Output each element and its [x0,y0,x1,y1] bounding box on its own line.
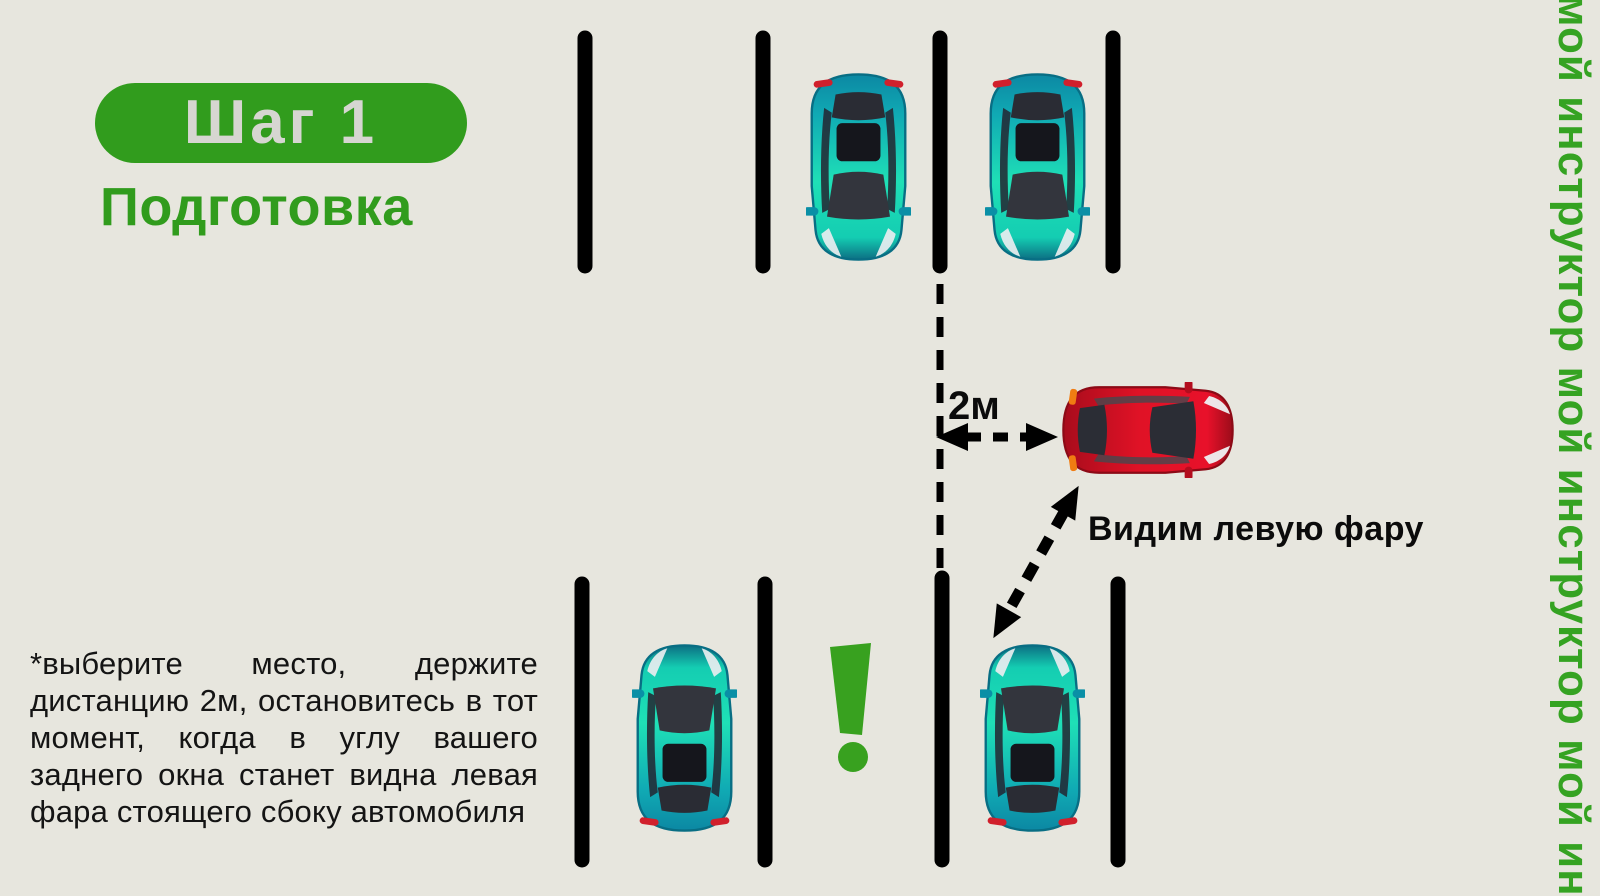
step-badge: Шаг 1 [95,83,467,163]
distance-label: 2м [948,384,1000,428]
exclamation-icon [830,643,871,772]
parked-car-top-right [985,73,1090,261]
parking-lines-bottom [574,570,1126,868]
parked-car-top-left [806,73,911,261]
step-badge-label: Шаг 1 [183,88,379,157]
parked-car-bottom-left [632,644,737,832]
parked-car-bottom-right [980,644,1085,832]
sightline-arrow [993,485,1079,639]
page-subtitle: Подготовка [100,177,413,237]
watermark-text: мой инструктор мой инструктор мой ин [1549,0,1598,896]
instruction-note: *выберите место, держите дистанцию 2м, о… [30,646,538,829]
sightline-label: Видим левую фару [1088,510,1424,548]
parking-lines-top [577,30,1121,274]
watermark-strip: мой инструктор мой инструктор мой ин [1546,0,1600,896]
driver-car-red [1062,382,1234,478]
